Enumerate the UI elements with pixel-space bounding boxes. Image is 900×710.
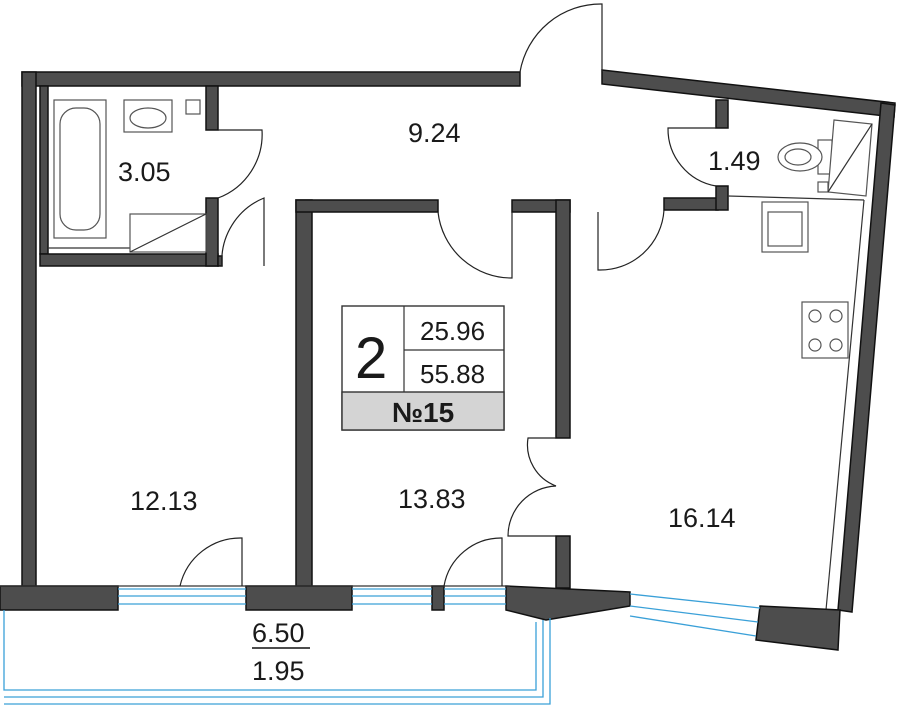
balcony-door-right xyxy=(443,537,503,587)
stove-burner-1 xyxy=(808,309,822,323)
entrance-door xyxy=(519,3,603,73)
wall-bottom-1 xyxy=(0,585,119,611)
washing-machine-diagonal xyxy=(129,213,207,253)
middle-kitchen-door xyxy=(507,437,557,537)
wall-hall-bottom-left xyxy=(295,199,439,213)
loggia-glazing-1 xyxy=(3,610,537,691)
wall-bathroom-right-top xyxy=(205,85,219,131)
bedroom-middle-area-label: 13.83 xyxy=(398,484,466,514)
kitchen-door xyxy=(597,209,665,271)
living-area: 25.96 xyxy=(420,316,485,346)
wall-top-left xyxy=(21,71,521,87)
wc-boiler-diagonal xyxy=(827,123,873,193)
wall-bottom-kitchen-right xyxy=(755,605,841,651)
wall-kitchen-divider-top xyxy=(555,199,571,439)
window-kitchen-2 xyxy=(629,605,759,623)
wall-kitchen-divider-bottom xyxy=(555,535,571,589)
kitchen-sink-bowl xyxy=(767,211,803,247)
apartment-number: №15 xyxy=(392,397,454,428)
wc-door xyxy=(667,127,717,187)
wall-top-right xyxy=(601,69,896,118)
toilet-seat xyxy=(784,148,812,166)
total-area: 55.88 xyxy=(420,359,485,389)
fixtures xyxy=(53,99,873,359)
bedroom-middle-door xyxy=(437,211,513,279)
rooms-count: 2 xyxy=(355,326,387,391)
wall-wc-bottom xyxy=(663,197,719,211)
hall-area-label: 9.24 xyxy=(408,118,461,148)
loggia-reduced-area-label: 1.95 xyxy=(252,656,305,686)
wall-wc-left-lower xyxy=(715,185,729,211)
shaft-box xyxy=(185,99,201,115)
wall-wc-left xyxy=(715,99,729,129)
window-kitchen-3 xyxy=(629,615,757,637)
bedroom-left-door xyxy=(221,197,265,267)
loggia-area-label: 6.50 xyxy=(252,618,305,648)
loggia-glazing-3 xyxy=(4,618,551,705)
wall-right-inner xyxy=(825,199,865,611)
apartment-badge: 2 25.96 55.88 №15 xyxy=(341,305,505,431)
wall-bathroom-bottom xyxy=(39,253,219,267)
window-kitchen-1 xyxy=(629,593,761,609)
bathroom-sink-bowl xyxy=(129,107,167,129)
stove-burner-3 xyxy=(808,338,822,352)
stove-burner-4 xyxy=(829,338,843,352)
wc-inner-line xyxy=(727,195,865,201)
windows xyxy=(3,588,761,705)
bedroom-left-area-label: 12.13 xyxy=(130,486,198,516)
doors xyxy=(179,3,717,587)
balcony-door-left xyxy=(179,537,243,587)
bathtub-inner xyxy=(59,107,101,231)
wc-area-label: 1.49 xyxy=(708,146,761,176)
wall-bottom-2 xyxy=(245,585,353,611)
bathroom-area-label: 3.05 xyxy=(118,157,171,187)
room-labels: 3.05 9.24 1.49 12.13 13.83 16.14 6.50 1.… xyxy=(118,118,761,686)
stove-burner-2 xyxy=(829,309,843,323)
wall-bottom-kitchen-left xyxy=(505,585,631,621)
wall-bedroom-divider xyxy=(295,199,313,589)
wall-bottom-3 xyxy=(431,585,445,611)
wall-left xyxy=(21,71,37,589)
wc-shaft xyxy=(817,181,829,193)
wall-right xyxy=(837,102,896,613)
badge-number-band xyxy=(341,391,505,431)
bathroom-door xyxy=(217,129,263,199)
loggia-glazing-2 xyxy=(4,620,544,698)
kitchen-area-label: 16.14 xyxy=(668,503,736,533)
wall-bathroom-right-bottom xyxy=(205,197,219,267)
wall-bathroom-left xyxy=(39,85,49,255)
stove xyxy=(801,301,849,359)
walls xyxy=(0,69,896,651)
